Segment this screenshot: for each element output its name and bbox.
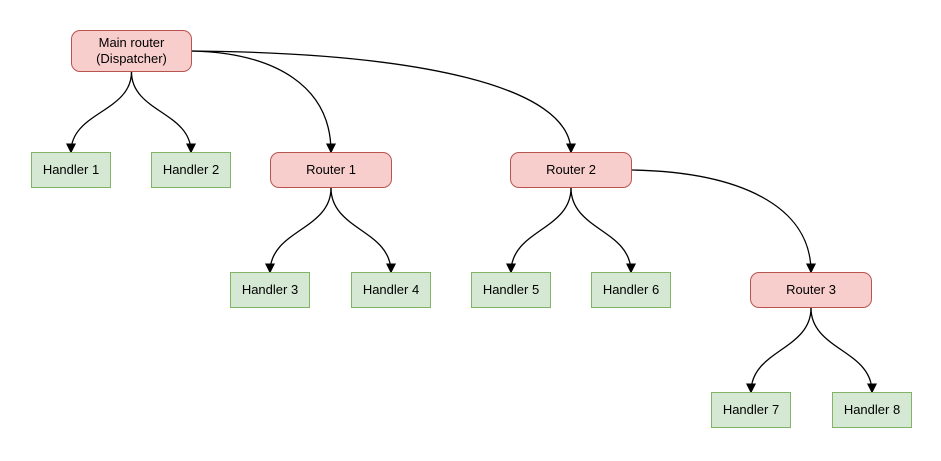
edge-main-router1 (191, 50, 336, 154)
node-handler4: Handler 4 (351, 272, 431, 308)
node-label-handler2: Handler 2 (162, 161, 220, 177)
edge-main-router2 (191, 50, 576, 154)
node-handler7: Handler 7 (711, 392, 791, 428)
node-handler6: Handler 6 (591, 272, 671, 308)
edge-router3-handler7 (746, 307, 812, 394)
node-router3: Router 3 (750, 272, 872, 308)
node-handler2: Handler 2 (151, 152, 231, 188)
edge-main-handler2 (130, 71, 196, 154)
node-label-handler3: Handler 3 (241, 281, 299, 297)
node-handler8: Handler 8 (832, 392, 912, 428)
node-label-router1: Router 1 (306, 161, 356, 177)
node-label-handler6: Handler 6 (602, 281, 660, 297)
node-handler1: Handler 1 (31, 152, 111, 188)
edge-router2-router3 (631, 169, 816, 274)
node-label-main: Main router (Dispatcher) (96, 34, 167, 66)
edge-router2-handler5 (506, 187, 572, 274)
node-label-handler7: Handler 7 (722, 401, 780, 417)
node-label-handler1: Handler 1 (42, 161, 100, 177)
edge-router3-handler8 (810, 307, 877, 394)
node-main: Main router (Dispatcher) (71, 30, 192, 72)
node-label-router3: Router 3 (786, 281, 836, 297)
edge-router1-handler4 (330, 187, 396, 274)
edge-main-handler1 (66, 71, 133, 154)
node-label-handler5: Handler 5 (482, 281, 540, 297)
node-label-handler8: Handler 8 (843, 401, 901, 417)
node-router1: Router 1 (270, 152, 392, 188)
node-handler5: Handler 5 (471, 272, 551, 308)
node-router2: Router 2 (510, 152, 632, 188)
edge-router2-handler6 (570, 187, 636, 274)
edge-router1-handler3 (265, 187, 332, 274)
node-handler3: Handler 3 (230, 272, 310, 308)
node-label-handler4: Handler 4 (362, 281, 420, 297)
node-label-router2: Router 2 (546, 161, 596, 177)
